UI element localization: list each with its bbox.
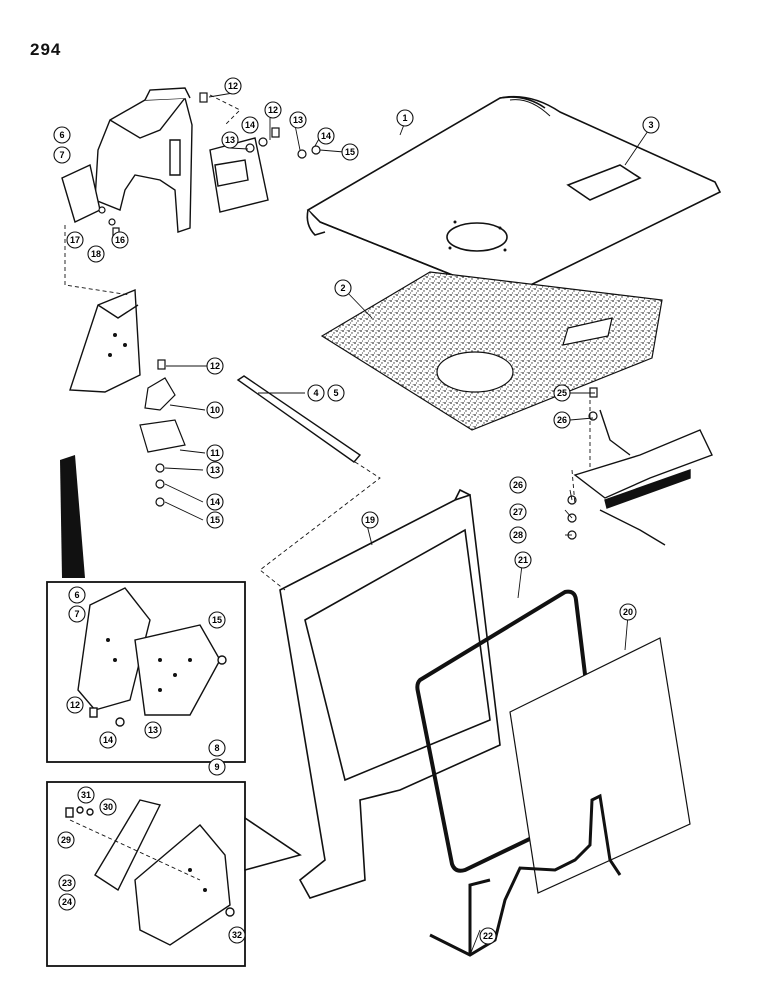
callout-21: 21	[518, 555, 528, 565]
callout-15-b: 15	[210, 515, 220, 525]
callout-17: 17	[70, 235, 80, 245]
inset2-callout-23: 23	[62, 878, 72, 888]
callout-26-a: 26	[557, 415, 567, 425]
callout-18: 18	[91, 249, 101, 259]
bracket-gusset-6-7	[61, 163, 101, 223]
inset2-callout-31: 31	[81, 790, 91, 800]
callout-15-a: 15	[345, 147, 355, 157]
callout-12-b: 12	[268, 105, 278, 115]
callout-7: 7	[59, 150, 64, 160]
angle-support-lower	[69, 288, 141, 393]
wiper-rod	[429, 793, 622, 957]
callout-2: 2	[340, 283, 345, 293]
inset1-callout-13: 13	[148, 725, 158, 735]
callout-26-b: 26	[513, 480, 523, 490]
insulation-mat	[320, 271, 663, 431]
callout-12-c: 12	[210, 361, 220, 371]
inset1-callout-7: 7	[74, 609, 79, 619]
inset1-callout-8: 8	[214, 743, 219, 753]
callout-16: 16	[115, 235, 125, 245]
inset1-callout-14: 14	[103, 735, 113, 745]
callout-10: 10	[210, 405, 220, 415]
inset2-callout-32: 32	[232, 930, 242, 940]
inset1-callout-9: 9	[214, 762, 219, 772]
callout-14-a: 14	[245, 120, 255, 130]
support-bar	[236, 375, 362, 463]
callout-27: 27	[513, 507, 523, 517]
upper-left-mounting-bracket	[94, 87, 269, 233]
windshield-glass	[509, 637, 691, 894]
inset1-callout-15: 15	[212, 615, 222, 625]
callout-28: 28	[513, 530, 523, 540]
callout-12-a: 12	[228, 81, 238, 91]
inset-detail-box-2	[46, 781, 302, 967]
callout-22: 22	[483, 931, 493, 941]
callout-5: 5	[333, 388, 338, 398]
inset2-callout-29: 29	[61, 835, 71, 845]
callout-25: 25	[557, 388, 567, 398]
callout-11: 11	[210, 448, 220, 458]
dashed-assembly-lines	[64, 94, 591, 881]
callout-14-b: 14	[321, 131, 331, 141]
callout-6: 6	[59, 130, 64, 140]
front-cab-frame	[279, 488, 501, 899]
callout-1: 1	[402, 113, 407, 123]
hardware-bolts-nuts	[98, 92, 598, 540]
inset2-callout-24: 24	[62, 897, 72, 907]
callout-markers	[53, 77, 660, 945]
callout-14-c: 14	[210, 497, 220, 507]
fender-rail-right	[573, 409, 713, 546]
callout-13-b: 13	[293, 115, 303, 125]
page-number: 294	[30, 40, 62, 59]
inset2-callout-30: 30	[103, 802, 113, 812]
callout-4: 4	[313, 388, 318, 398]
callout-13-c: 13	[210, 465, 220, 475]
callout-labels: 1 3 2 4 5 6 7 10 11 12 12 12 13 13 13 14…	[59, 81, 653, 941]
callout-13-a: 13	[225, 135, 235, 145]
callout-19: 19	[365, 515, 375, 525]
callout-20: 20	[623, 607, 633, 617]
callout-3: 3	[648, 120, 653, 130]
canopy-roof	[306, 95, 722, 301]
inset1-callout-6: 6	[74, 590, 79, 600]
inset1-callout-12: 12	[70, 700, 80, 710]
